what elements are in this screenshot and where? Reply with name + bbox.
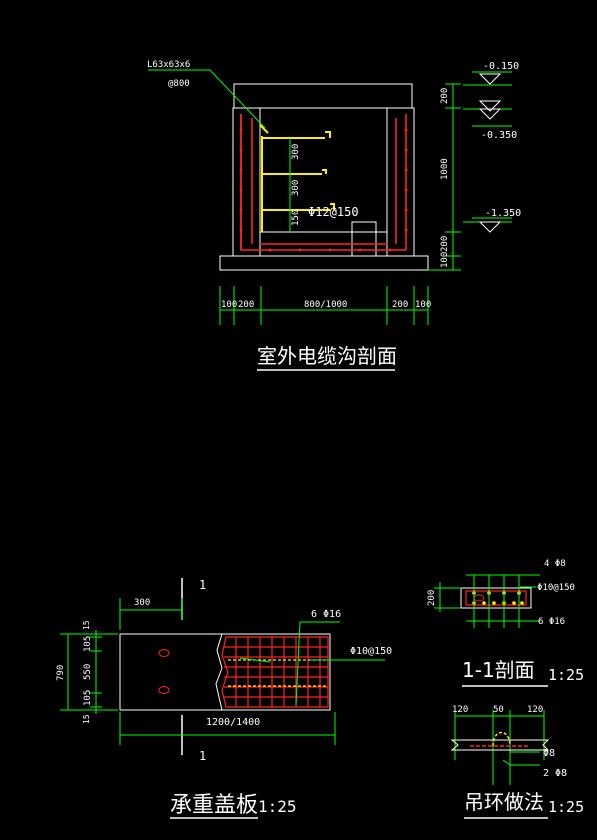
bottom-dim-5: 100 <box>415 300 431 310</box>
plate-dim-length: 1200/1400 <box>206 717 260 728</box>
elevation-1: -0.150 <box>483 61 519 72</box>
trench-cover <box>233 83 413 109</box>
bottom-dim-line <box>219 286 429 325</box>
plate-dim-height: 790 <box>56 665 66 681</box>
ring-dim-3: 120 <box>527 705 543 715</box>
section-mark-top: 1 <box>199 578 206 592</box>
ring-title: 吊环做法 <box>464 790 544 814</box>
ring-dim-2: 50 <box>493 705 504 715</box>
s11-title: 1-1剖面 <box>462 658 535 682</box>
ring-label-2: 2 Φ8 <box>543 768 567 779</box>
dim-100: 100 <box>440 252 450 268</box>
plate-dim-2: 105 <box>83 636 93 652</box>
s11-dim: 200 <box>427 590 437 606</box>
s11-scale: 1:25 <box>548 666 584 684</box>
lifting-ring-detail: 120 50 120 Φ8 2 Φ8 吊环做法 1:25 <box>450 705 584 819</box>
bottom-dim-3: 800/1000 <box>304 300 347 310</box>
bottom-dim-4: 200 <box>392 300 408 310</box>
angle-label: L63x63x6 <box>147 60 190 70</box>
plate-dim-5: 15 <box>82 714 91 724</box>
ring-scale: 1:25 <box>548 798 584 816</box>
plate-dim-3: 550 <box>83 664 93 680</box>
plate-dim-4: 105 <box>83 690 93 706</box>
bottom-dim-1: 100 <box>221 300 237 310</box>
ring-dim-1: 120 <box>452 705 468 715</box>
right-dim-line <box>428 83 461 271</box>
dim-200-top: 200 <box>440 88 450 104</box>
section-1-1: 4 Φ8 Φ10@150 6 Φ16 200 1-1剖面 1:25 <box>427 559 584 687</box>
rebar-label: Φ12@150 <box>308 205 359 219</box>
cover-plate-mesh <box>221 636 329 708</box>
plate-dim-1: 15 <box>82 620 91 630</box>
plate-rebar-side: Φ10@150 <box>350 646 392 657</box>
plate-scale: 1:25 <box>258 797 297 816</box>
elevation-3: -1.350 <box>485 208 521 219</box>
s11-rebar-bottom: 6 Φ16 <box>538 617 565 627</box>
elevation-2: -0.350 <box>481 130 517 141</box>
section-title: 室外电缆沟剖面 <box>257 344 397 368</box>
section-mark-bottom: 1 <box>199 749 206 763</box>
cover-plate-plan: 1 1 <box>56 578 392 819</box>
dim-1000: 1000 <box>440 158 450 180</box>
plate-title: 承重盖板 <box>170 793 258 818</box>
inner-dim-2: 300 <box>291 180 301 196</box>
trench-rebar <box>240 114 407 251</box>
plate-dim-top: 300 <box>134 598 150 608</box>
angle-spacing: @800 <box>168 79 190 89</box>
lift-hole <box>158 686 170 694</box>
cable-trench-section: L63x63x6 @800 300 300 150 Φ12@150 200 10… <box>147 60 521 371</box>
lift-hole <box>158 649 170 657</box>
cable-brackets <box>259 124 335 232</box>
inner-dim-3: 150 <box>291 210 301 226</box>
bottom-dim-2: 200 <box>238 300 254 310</box>
base-slab <box>219 255 429 271</box>
s11-stirrup: Φ10@150 <box>537 583 575 593</box>
s11-rebar-top: 4 Φ8 <box>544 559 566 569</box>
ring-label-1: Φ8 <box>543 748 555 759</box>
left-wall <box>232 107 261 257</box>
rebar-dots <box>239 128 408 252</box>
dim-200-bottom: 200 <box>440 236 450 252</box>
right-wall <box>386 107 415 257</box>
plate-rebar-top: 6 Φ16 <box>311 609 341 620</box>
inner-dim-1: 300 <box>291 144 301 160</box>
